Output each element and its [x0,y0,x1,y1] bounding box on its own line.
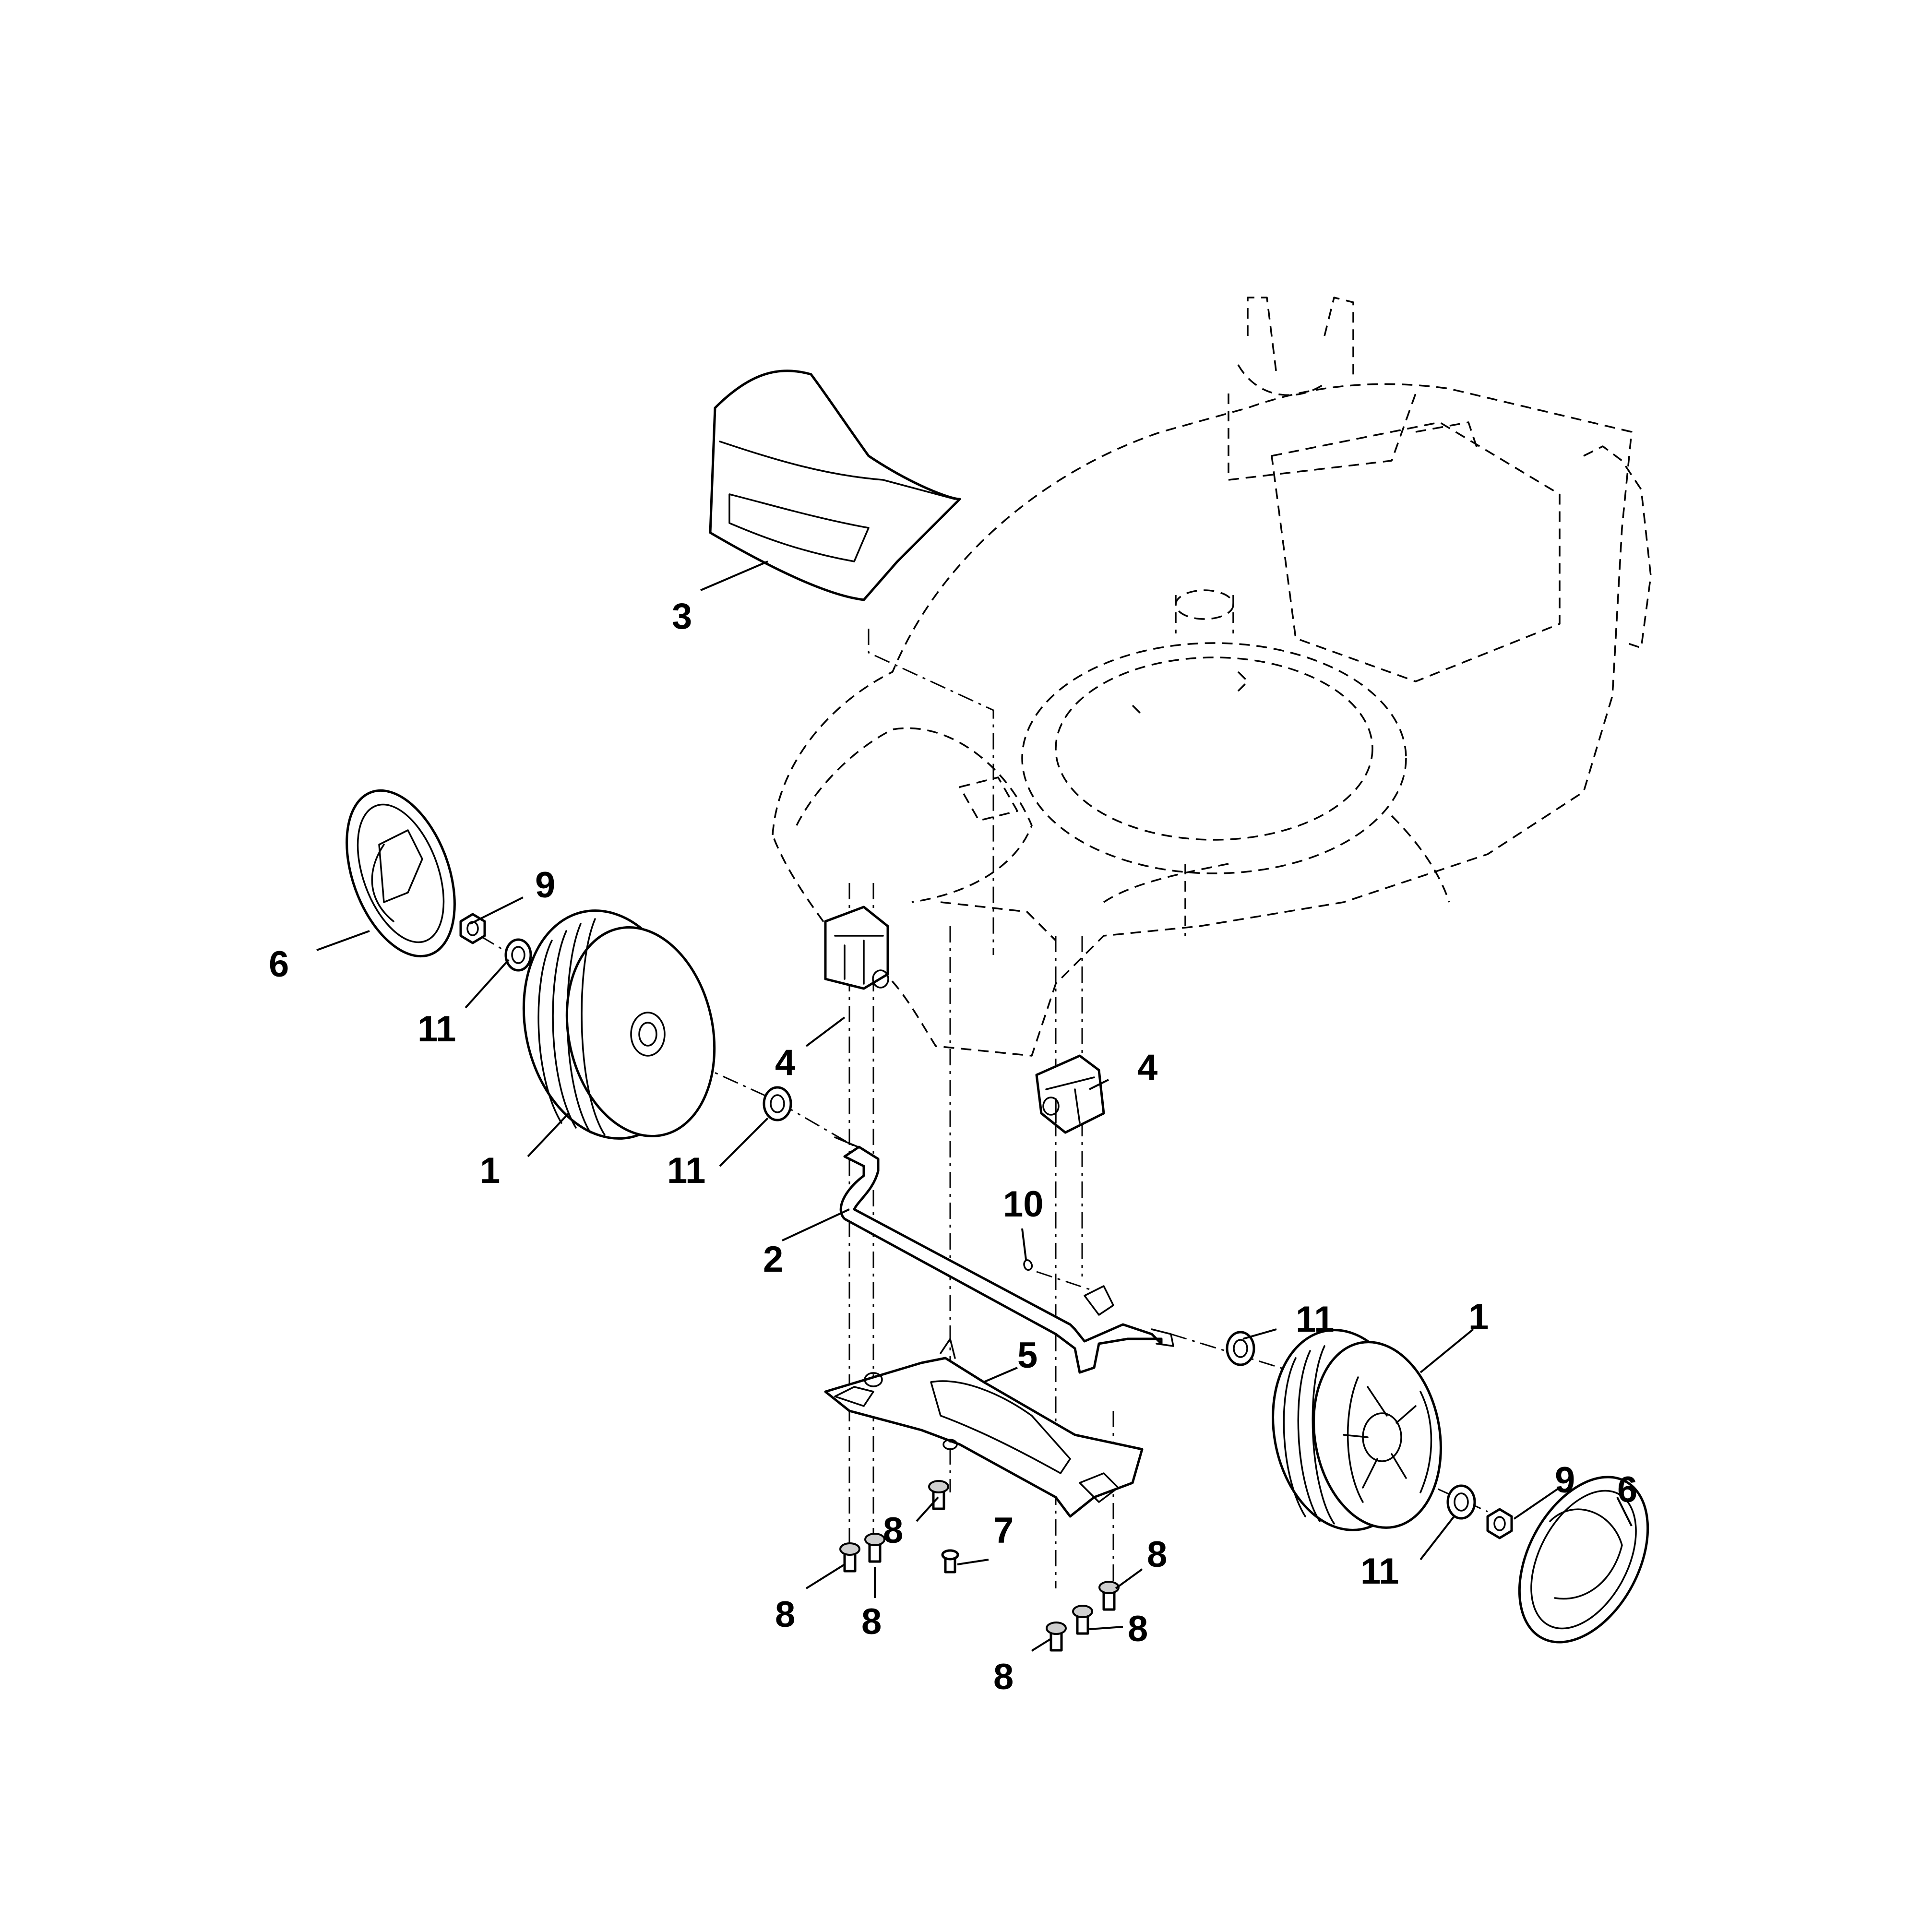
callout-4-right: 4 [1137,1047,1157,1088]
mower-deck-outline [772,297,1652,1057]
callout-7: 7 [993,1510,1014,1551]
rear-flap-part-3 [709,370,961,601]
callout-11-c: 11 [1296,1299,1334,1340]
callout-9-left: 9 [535,865,555,906]
callout-11-b: 11 [667,1150,705,1191]
callout-10: 10 [1003,1184,1044,1225]
callout-8-b: 8 [861,1601,882,1642]
callout-8-e: 8 [1128,1609,1148,1649]
callout-8-a: 8 [775,1594,795,1635]
wheel-right-part-1 [1272,1329,1442,1531]
callout-2: 2 [763,1239,783,1280]
retaining-clip-part-10 [1023,1259,1033,1271]
callout-11-d: 11 [1360,1551,1399,1592]
leader-lines [316,561,1633,1652]
height-bracket-right-part-4 [1035,1054,1105,1134]
bolt-f-part-8 [1098,1581,1120,1611]
callout-4-left: 4 [775,1042,795,1083]
callout-9-right: 9 [1555,1460,1575,1501]
wheel-left-part-1 [522,909,716,1140]
callout-6-left: 6 [269,944,289,985]
callout-1-left: 1 [480,1150,500,1191]
hub-cap-right-part-6 [1518,1476,1649,1644]
bearing-left-inner-part-11 [763,1086,792,1121]
bolt-e-part-8 [1072,1605,1093,1635]
bearing-left-outer-part-11 [504,938,532,972]
callout-6-right: 6 [1617,1469,1637,1510]
bearing-right-outer-part-11 [1446,1484,1476,1520]
bolt-d-part-8 [1046,1622,1067,1652]
bolt-c-part-8 [928,1480,949,1510]
front-axle-part-2 [834,1136,1174,1374]
callout-11-a: 11 [417,1009,456,1049]
cover-plate-part-5 [824,1338,1144,1518]
bearing-right-inner-part-11 [1226,1331,1255,1366]
callout-labels: 3 6 9 11 4 4 1 11 10 2 11 1 5 8 7 9 6 8 … [269,596,1637,1697]
screw-part-7 [941,1549,959,1574]
hub-cap-left-part-6 [346,789,456,958]
callout-8-d: 8 [993,1657,1014,1697]
callout-5: 5 [1017,1335,1038,1376]
callout-1-right: 1 [1468,1297,1489,1337]
height-bracket-left-part-4 [824,906,889,990]
nut-right-part-9 [1486,1508,1513,1539]
bolt-b-part-8 [864,1533,885,1563]
callout-3: 3 [672,596,692,637]
bolt-a-part-8 [839,1542,860,1573]
callout-8-c: 8 [883,1510,903,1551]
callout-8-f: 8 [1147,1534,1167,1575]
